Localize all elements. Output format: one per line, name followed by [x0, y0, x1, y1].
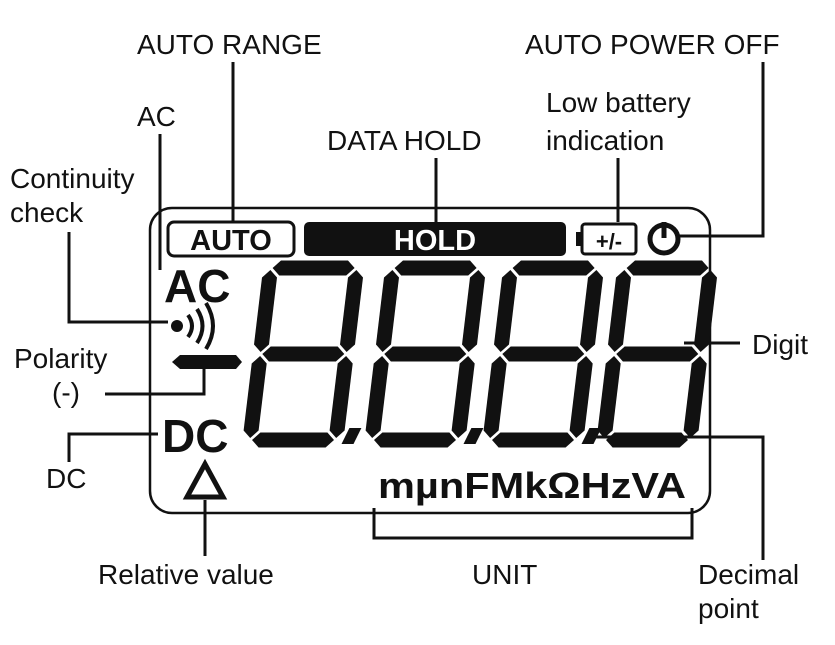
- seg-e: [597, 356, 621, 438]
- continuity-label-line1: Continuity: [10, 163, 135, 194]
- auto-badge-frame: [166, 220, 296, 258]
- seg-a: [512, 260, 595, 276]
- seg-d: [374, 432, 456, 448]
- seg-f: [254, 270, 277, 352]
- low-battery-label-line2: indication: [546, 125, 664, 156]
- unit-label: UNIT: [472, 559, 537, 590]
- unit-symbols: mµnFMkΩHzVA: [378, 465, 686, 506]
- continuity-sound-icon: [171, 301, 215, 351]
- continuity-label-line2: check: [10, 197, 84, 228]
- ac-label: AC: [137, 101, 176, 132]
- lcd-panel: [148, 206, 712, 515]
- delta-triangle-icon: [182, 458, 228, 500]
- seg-a: [626, 260, 709, 276]
- seg-b: [694, 270, 717, 352]
- seg-e: [243, 356, 267, 438]
- seg-e: [483, 356, 507, 438]
- seg-g: [384, 346, 467, 362]
- decimal-point-label-line1: Decimal: [698, 559, 799, 590]
- hold-bar-fill: [304, 222, 566, 256]
- polarity-label-line2: (-): [52, 377, 80, 408]
- seg-a: [394, 260, 477, 276]
- seg-d: [252, 432, 334, 448]
- leader-dc: [67, 432, 158, 462]
- digit-label: Digit: [752, 329, 808, 360]
- dc-symbol: DC: [162, 410, 228, 462]
- digit-1: [243, 260, 363, 448]
- auto-power-off-label: AUTO POWER OFF: [525, 29, 780, 60]
- seg-c: [329, 356, 353, 438]
- seg-b: [340, 270, 363, 352]
- digit-3: [483, 260, 603, 448]
- low-battery-label-line1: Low battery: [546, 87, 691, 118]
- ac-symbol: AC: [164, 260, 230, 312]
- battery-symbol: +/-: [596, 229, 622, 254]
- leader-polarity: [105, 369, 206, 396]
- seg-b: [462, 270, 485, 352]
- auto-range-label: AUTO RANGE: [137, 29, 322, 60]
- relative-value-label: Relative value: [98, 559, 274, 590]
- seg-a: [272, 260, 355, 276]
- auto-badge: AUTO: [190, 225, 272, 257]
- polarity-label-line1: Polarity: [14, 343, 107, 374]
- hold-bar: HOLD: [394, 225, 476, 257]
- minus-sign-icon: [172, 355, 242, 369]
- seg-c: [451, 356, 475, 438]
- leader-auto-power-off: [678, 62, 765, 238]
- seg-b: [580, 270, 603, 352]
- decimal-point-label-line2: point: [698, 593, 759, 624]
- seg-e: [365, 356, 389, 438]
- seg-f: [494, 270, 517, 352]
- decimal-point: [341, 428, 362, 444]
- leader-decimal-point: [590, 435, 765, 560]
- seg-g: [502, 346, 585, 362]
- dc-label: DC: [46, 463, 86, 494]
- seg-g: [616, 346, 699, 362]
- seg-c: [683, 356, 707, 438]
- seg-c: [569, 356, 593, 438]
- battery-icon: +/-: [576, 222, 638, 256]
- digit-4: [597, 260, 717, 448]
- leader-continuity: [67, 232, 168, 324]
- seg-d: [492, 432, 574, 448]
- seg-d: [606, 432, 688, 448]
- seven-segment-digits: [243, 260, 717, 448]
- auto-power-off-icon: [647, 222, 681, 256]
- seg-f: [608, 270, 631, 352]
- data-hold-label: DATA HOLD: [327, 125, 482, 156]
- decimal-point: [463, 428, 484, 444]
- leader-unit: [372, 508, 694, 540]
- digit-2: [365, 260, 485, 448]
- seg-g: [262, 346, 345, 362]
- seg-f: [376, 270, 399, 352]
